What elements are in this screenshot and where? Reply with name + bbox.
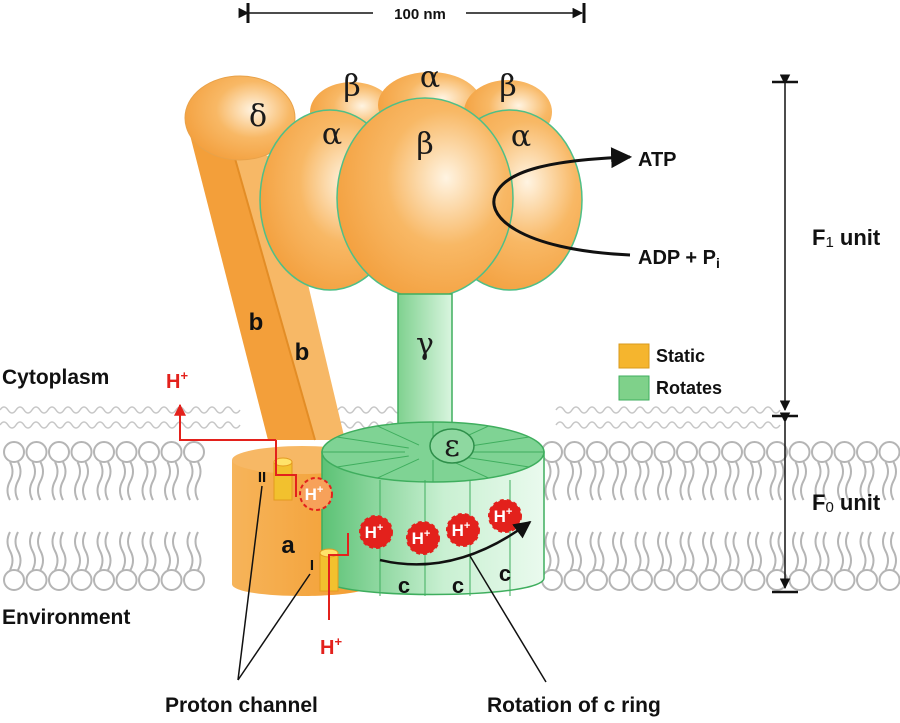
delta-label: δ bbox=[249, 99, 267, 134]
c-label-1: c bbox=[398, 573, 410, 598]
beta-back-right-label: β bbox=[499, 69, 516, 104]
h-plus-top: H+ bbox=[166, 368, 188, 393]
alpha-back-center-label: α bbox=[420, 60, 440, 95]
adp-label: ADP + Pi bbox=[638, 247, 720, 271]
channel-lower-label: I bbox=[310, 557, 314, 574]
beta-front-center-label: β bbox=[416, 127, 433, 162]
b-label-2: b bbox=[295, 339, 310, 366]
h-plus-bottom: H+ bbox=[320, 634, 342, 659]
proton-4: H+ bbox=[446, 513, 480, 547]
legend-rotates-swatch bbox=[618, 375, 650, 401]
f1-unit-label: F1 unit bbox=[812, 225, 881, 251]
epsilon-subunit bbox=[429, 428, 475, 464]
cytoplasm-label: Cytoplasm bbox=[2, 366, 109, 389]
alpha-front-left-label: α bbox=[322, 117, 342, 152]
proton-2-label: H+ bbox=[365, 522, 384, 542]
proton-group: H+ H+ H+ H+ H+ bbox=[299, 477, 522, 555]
proton-2: H+ bbox=[359, 515, 393, 549]
scale-bar: 100 nm bbox=[238, 3, 586, 23]
proton-channel-upper bbox=[273, 457, 293, 501]
lipid-bilayer bbox=[0, 406, 900, 591]
legend-rotates-label: Rotates bbox=[656, 378, 722, 398]
epsilon-label: ε bbox=[444, 429, 460, 464]
proton-4-label: H+ bbox=[452, 520, 471, 540]
scale-bar-label: 100 nm bbox=[394, 6, 446, 23]
legend: Static Rotates bbox=[618, 343, 722, 401]
rotation-label: Rotation of c ring bbox=[487, 694, 661, 717]
annotation-lines bbox=[237, 485, 547, 683]
atp-label: ATP bbox=[638, 149, 677, 171]
legend-static-label: Static bbox=[656, 346, 705, 366]
gamma-subunit bbox=[397, 293, 453, 447]
proton-1: H+ bbox=[299, 477, 333, 511]
b-stalk bbox=[190, 135, 345, 441]
reaction-arrow bbox=[492, 147, 633, 257]
proton-3-label: H+ bbox=[412, 528, 431, 548]
c-label-3: c bbox=[499, 561, 511, 586]
channel-upper-label: II bbox=[258, 469, 266, 486]
environment-label: Environment bbox=[2, 606, 130, 629]
proton-path bbox=[174, 403, 349, 620]
beta-back-left-label: β bbox=[343, 69, 360, 104]
proton-5-label: H+ bbox=[494, 506, 513, 526]
proton-5: H+ bbox=[488, 499, 522, 533]
alpha-front-right-label: α bbox=[511, 119, 531, 154]
proton-channel-label: Proton channel bbox=[165, 694, 318, 717]
legend-static-swatch bbox=[618, 343, 650, 369]
rotation-arrow bbox=[379, 520, 532, 566]
f0-unit-label: F0 unit bbox=[812, 490, 881, 516]
gamma-label: γ bbox=[416, 327, 434, 362]
unit-bracket bbox=[772, 74, 798, 594]
c-label-2: c bbox=[452, 573, 464, 598]
proton-3: H+ bbox=[406, 521, 440, 555]
b-label-1: b bbox=[249, 309, 264, 336]
proton-1-label: H+ bbox=[305, 484, 324, 504]
delta-subunit bbox=[184, 75, 296, 161]
a-label: a bbox=[281, 532, 295, 559]
